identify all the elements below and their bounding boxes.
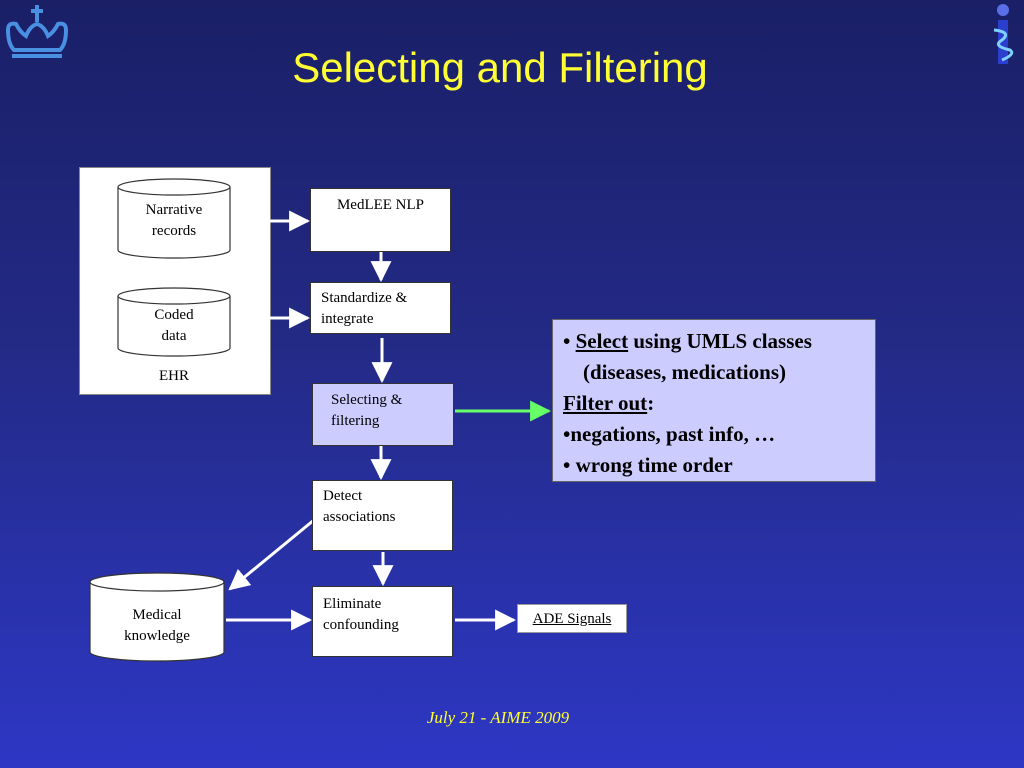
filter-keyword: Filter out [563, 391, 648, 415]
medical-knowledge-label: Medical knowledge [90, 605, 224, 647]
select-keyword: Select [575, 329, 629, 353]
coded-line-2: data [161, 328, 187, 344]
ade-signals-box: ADE Signals [517, 604, 627, 633]
caduceus-info-icon [993, 4, 1014, 64]
narrative-records-cylinder [117, 178, 231, 259]
narrative-records-label: Narrative records [118, 200, 230, 242]
detect-line-1: Detect [323, 488, 363, 504]
eliminate-line-1: Eliminate [323, 596, 382, 612]
criteria-line-select: • Select using UMLS classes [563, 326, 875, 357]
bullet-marker: • [563, 329, 576, 353]
medical-knowledge-cylinder [89, 572, 225, 662]
narrative-line-2: records [151, 223, 197, 239]
selecting-filtering-box: Selecting & filtering [312, 383, 454, 446]
medlee-label: MedLEE NLP [336, 197, 425, 213]
medlee-nlp-box: MedLEE NLP [310, 188, 451, 252]
coded-data-label: Coded data [118, 305, 230, 347]
criteria-line-select-cont: (diseases, medications) [583, 360, 786, 384]
detect-line-2: associations [323, 509, 396, 525]
eliminate-confounding-box: Eliminate confounding [312, 586, 453, 657]
selection-criteria-box: • Select using UMLS classes (diseases, m… [552, 319, 876, 482]
crown-logo-icon [5, 5, 69, 58]
standardize-line-1: Standardize & [321, 290, 408, 306]
detect-associations-box: Detect associations [312, 480, 453, 551]
standardize-line-2: integrate [321, 311, 374, 327]
knowledge-line-2: knowledge [124, 628, 190, 644]
selecting-line-2: filtering [331, 413, 380, 429]
narrative-line-1: Narrative [145, 202, 203, 218]
slide-title: Selecting and Filtering [292, 44, 708, 91]
coded-line-1: Coded [154, 307, 194, 323]
knowledge-line-1: Medical [132, 607, 182, 623]
select-rest: using UMLS classes [628, 329, 812, 353]
criteria-line-filter: Filter out: [563, 388, 875, 419]
filter-colon: : [647, 391, 655, 415]
eliminate-line-2: confounding [323, 617, 399, 633]
criteria-line-negations: •negations, past info, … [563, 422, 776, 446]
ehr-label: EHR [159, 368, 189, 384]
standardize-box: Standardize & integrate [310, 282, 451, 334]
coded-data-cylinder [117, 287, 231, 357]
selecting-line-1: Selecting & [331, 392, 403, 408]
criteria-line-time-order: • wrong time order [563, 453, 733, 477]
footer-date: July 21 - AIME 2009 [426, 708, 570, 727]
arrow-detect-knowledge [228, 518, 315, 591]
